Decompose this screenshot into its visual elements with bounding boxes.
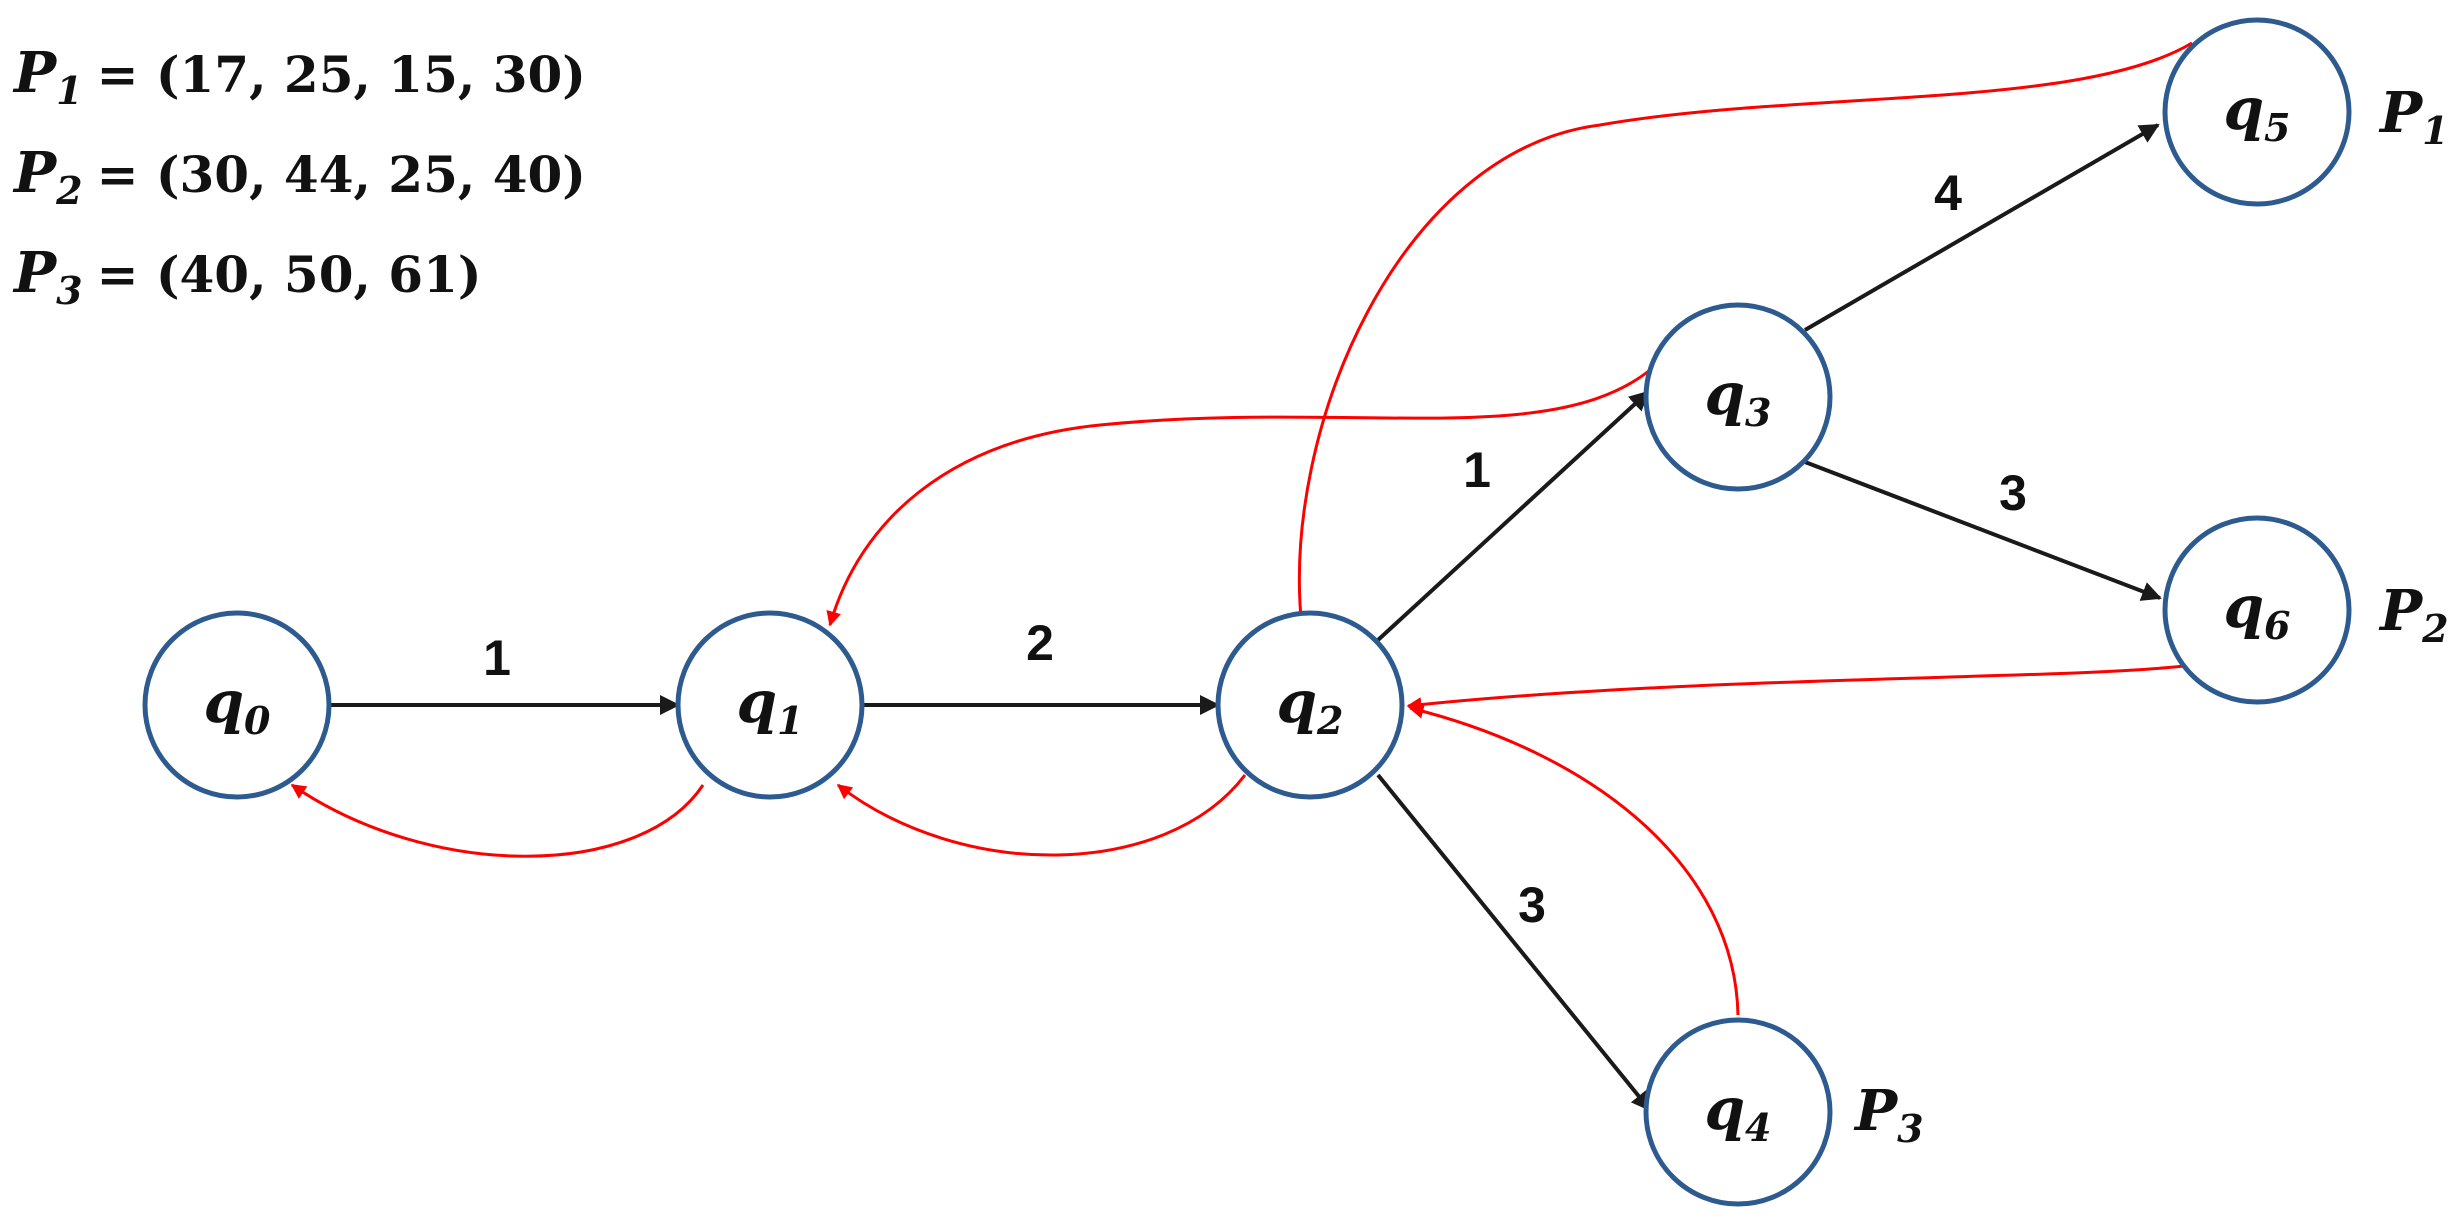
state-circle <box>1643 302 1833 492</box>
state-circle <box>142 610 332 800</box>
goto-edges <box>330 123 2162 1112</box>
equation-p1: P1= (17, 25, 15, 30) <box>12 40 586 113</box>
edge-label-q1-q2: 2 <box>1026 615 1054 671</box>
edge-label-q2-q3: 1 <box>1463 442 1491 498</box>
state-circle <box>1643 1017 1833 1207</box>
edge-label-q3-q6: 3 <box>1999 465 2027 521</box>
state-label: q5 <box>2223 75 2290 150</box>
state-label: q0 <box>203 668 271 743</box>
edge-q2-q4 <box>1376 773 1652 1112</box>
node-q0: q0 <box>142 610 332 800</box>
nodes: q0 q1 q2 q3 q4 q5 q6 <box>142 17 2352 1207</box>
failure-link-q4-q2 <box>1408 703 1740 1016</box>
edge-labels: 1 2 1 3 4 3 <box>483 165 2027 933</box>
state-circle <box>675 610 865 800</box>
edge-label-q3-q5: 4 <box>1934 165 1962 221</box>
edge-q2-q3 <box>1376 390 1650 642</box>
failure-link-q5-q2 <box>1293 41 2193 630</box>
tag-q6: P2 <box>2378 578 2449 651</box>
state-label: q2 <box>1276 668 1343 743</box>
node-tags: P1 P2 P3 <box>1853 80 2449 1151</box>
equation-p3: P3= (40, 50, 61) <box>12 240 482 313</box>
tag-q5: P1 <box>2378 80 2449 153</box>
node-q1: q1 <box>675 610 865 800</box>
state-label: q6 <box>2223 573 2290 648</box>
edge-label-q0-q1: 1 <box>483 630 511 686</box>
equation-p2: P2= (30, 44, 25, 40) <box>12 140 586 213</box>
edge-q3-q6 <box>1804 460 2162 601</box>
node-q2: q2 <box>1215 610 1405 800</box>
failure-link-q2-q1 <box>836 774 1247 857</box>
equations: P1= (17, 25, 15, 30) P2= (30, 44, 25, 40… <box>12 40 586 313</box>
state-label: q3 <box>1704 360 1771 435</box>
failure-links <box>290 41 2193 1016</box>
state-circle <box>2162 515 2352 705</box>
state-circle <box>1215 610 1405 800</box>
state-label: q1 <box>736 668 803 743</box>
state-label: q4 <box>1704 1075 1771 1150</box>
failure-link-q3-q1 <box>826 368 1651 627</box>
node-q4: q4 <box>1643 1017 1833 1207</box>
state-circle <box>2162 17 2352 207</box>
failure-link-q6-q2 <box>1406 663 2193 713</box>
edge-q3-q5 <box>1803 123 2160 332</box>
edge-label-q2-q4: 3 <box>1518 877 1546 933</box>
node-q6: q6 <box>2162 515 2352 705</box>
node-q3: q3 <box>1643 302 1833 492</box>
failure-link-q1-q0 <box>290 783 705 858</box>
node-q5: q5 <box>2162 17 2352 207</box>
tag-q4: P3 <box>1853 1078 1924 1151</box>
